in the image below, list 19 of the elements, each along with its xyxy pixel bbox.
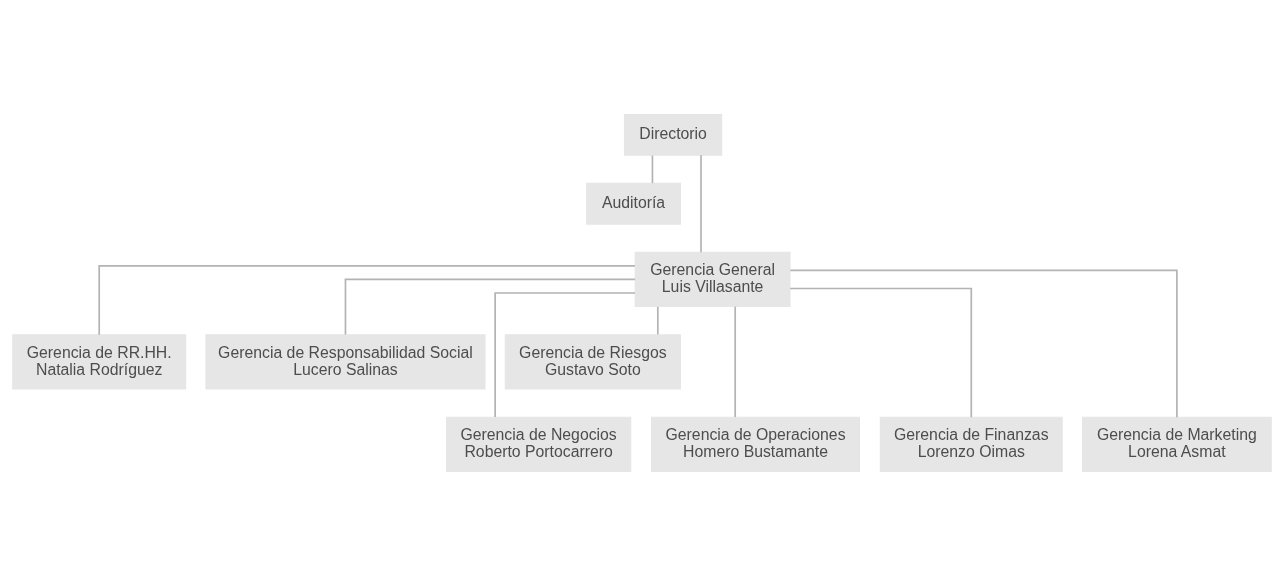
connector <box>98 264 636 335</box>
node-box: Gerencia General Luis Villasante <box>634 251 791 307</box>
connector <box>734 305 737 418</box>
node-box: Gerencia de Finanzas Lorenzo Oimas <box>879 416 1063 472</box>
connector <box>494 291 636 418</box>
node-box: Directorio <box>623 113 723 156</box>
connector <box>789 269 1178 418</box>
connector <box>651 154 654 184</box>
connector <box>344 278 637 335</box>
node-box: Gerencia de Negocios Roberto Portocarrero <box>446 416 632 472</box>
connector <box>789 287 973 418</box>
node-box: Gerencia de Marketing Lorena Asmat <box>1082 416 1272 472</box>
connector <box>656 305 659 335</box>
node-box: Gerencia de Responsabilidad Social Lucero Salinas <box>205 333 486 390</box>
connector <box>700 153 702 253</box>
node-box: Gerencia de RR.HH. Natalia Rodríguez <box>12 333 187 390</box>
node-box: Auditoría <box>586 182 681 225</box>
node-box: Gerencia de Riesgos Gustavo Soto <box>504 333 681 390</box>
node-box: Gerencia de Operaciones Homero Bustamante <box>651 416 860 472</box>
